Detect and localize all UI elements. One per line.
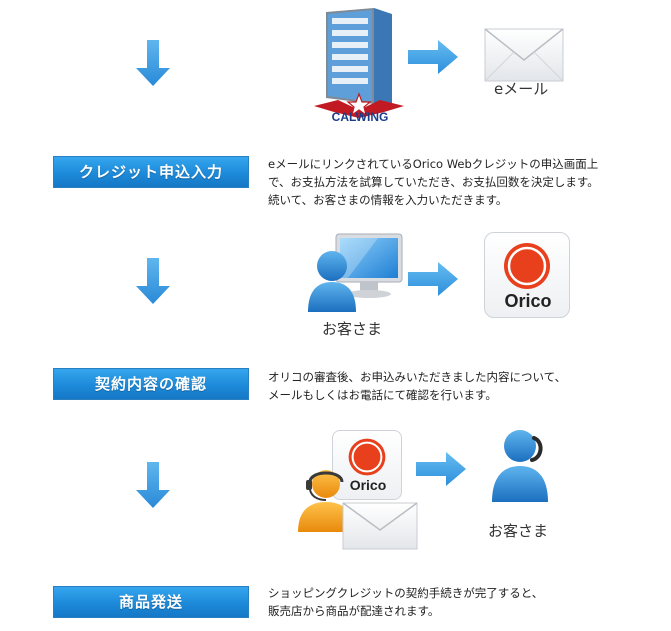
- person-icon: [308, 251, 356, 312]
- orico-logo: Orico: [484, 232, 570, 318]
- customer-phone-icon: [492, 430, 548, 502]
- step-product-shipping-description: ショッピングクレジットの契約手続きが完了すると、 販売店から商品が配達されます。: [268, 584, 543, 620]
- step-contract-confirmation-description: オリコの審査後、お申込みいただきました内容について、 メールもしくはお電話にて確…: [268, 368, 566, 404]
- envelope-icon: [484, 28, 564, 82]
- orico-logo-text: Orico: [349, 477, 387, 493]
- step-credit-application-description: eメールにリンクされているOrico Webクレジットの申込画面上 で、お支払方…: [268, 155, 599, 209]
- down-arrow-icon: [136, 462, 170, 508]
- email-caption: eメール: [494, 80, 549, 98]
- right-arrow-icon: [408, 262, 458, 296]
- down-arrow-icon: [136, 40, 170, 86]
- right-arrow-icon: [408, 40, 458, 74]
- down-arrow-icon: [136, 258, 170, 304]
- step-product-shipping: 商品発送: [53, 586, 249, 618]
- orico-logo-text: Orico: [504, 291, 552, 311]
- description-line: 続いて、お客さまの情報を入力いただきます。: [268, 193, 508, 207]
- customer-caption: お客さま: [488, 522, 549, 540]
- right-arrow-icon: [416, 452, 466, 486]
- building-icon: [314, 8, 404, 118]
- calwing-logo-text: CALWING: [331, 110, 389, 124]
- description-line: メールもしくはお電話にて確認を行います。: [268, 388, 497, 402]
- description-line: 販売店から商品が配達されます。: [268, 604, 440, 618]
- customer-caption: お客さま: [322, 320, 383, 338]
- step-credit-application: クレジット申込入力: [53, 156, 249, 188]
- calwing-building-logo: CALWING: [314, 6, 404, 128]
- description-line: オリコの審査後、お申込みいただきました内容について、: [268, 370, 567, 384]
- computer-icon: [335, 233, 403, 298]
- description-line: ショッピングクレジットの契約手続きが完了すると、: [268, 586, 544, 600]
- orico-circle-icon: [348, 438, 386, 476]
- description-line: eメールにリンクされているOrico Webクレジットの申込画面上: [268, 157, 599, 171]
- orico-circle-icon: [504, 243, 550, 289]
- envelope-icon: [342, 502, 418, 550]
- customer-with-computer-icon: [308, 233, 403, 312]
- orico-logo: Orico: [332, 430, 402, 500]
- description-line: で、お支払方法を試算していただき、お支払回数を決定します。: [268, 175, 599, 189]
- operator-icon: [298, 470, 354, 532]
- step-contract-confirmation: 契約内容の確認: [53, 368, 249, 400]
